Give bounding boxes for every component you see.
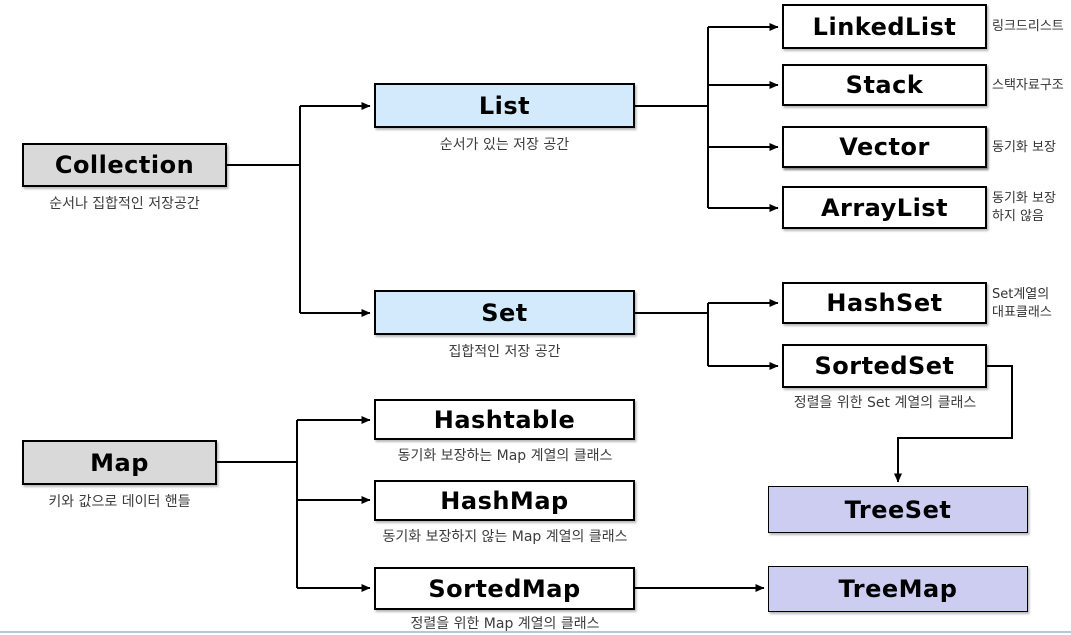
node-hashmap-caption: 동기화 보장하지 않는 Map 계열의 클래스 — [382, 529, 628, 545]
node-hashtable: Hashtable — [374, 399, 635, 440]
node-hashtable-caption: 동기화 보장하는 Map 계열의 클래스 — [397, 448, 613, 464]
node-sortedmap: SortedMap — [374, 567, 635, 610]
node-treemap: TreeMap — [768, 566, 1028, 612]
node-hashmap: HashMap — [374, 480, 635, 521]
node-sortedmap-caption: 정렬을 위한 Map 계열의 클래스 — [410, 616, 600, 632]
node-hashset: HashSet — [782, 282, 987, 324]
node-linkedlist-note: 링크드리스트 — [992, 19, 1064, 34]
node-vector-note: 동기화 보장 — [992, 140, 1056, 155]
node-list-caption: 순서가 있는 저장 공간 — [439, 137, 570, 153]
node-vector: Vector — [782, 126, 987, 168]
node-collection: Collection — [22, 143, 227, 187]
node-set: Set — [374, 290, 635, 335]
node-arraylist-note: 동기화 보장 하지 않음 — [992, 191, 1056, 224]
node-map-caption: 키와 값으로 데이터 핸들 — [48, 494, 191, 510]
node-arraylist: ArrayList — [782, 186, 987, 229]
node-linkedlist: LinkedList — [782, 4, 987, 49]
node-sortedset: SortedSet — [782, 344, 987, 388]
node-map: Map — [22, 440, 217, 485]
node-sortedset-caption: 정렬을 위한 Set 계열의 클래스 — [793, 395, 977, 411]
node-hashset-note: Set계열의 대표클래스 — [992, 287, 1052, 320]
node-set-caption: 집합적인 저장 공간 — [448, 344, 561, 360]
node-collection-caption: 순서나 집합적인 저장공간 — [49, 196, 200, 212]
node-stack-note: 스택자료구조 — [992, 78, 1064, 93]
edge-sortedset-treeset — [894, 365, 1013, 483]
node-list: List — [374, 83, 635, 128]
node-treeset: TreeSet — [768, 486, 1028, 533]
node-stack: Stack — [782, 64, 987, 106]
bottom-rule — [0, 631, 1071, 633]
